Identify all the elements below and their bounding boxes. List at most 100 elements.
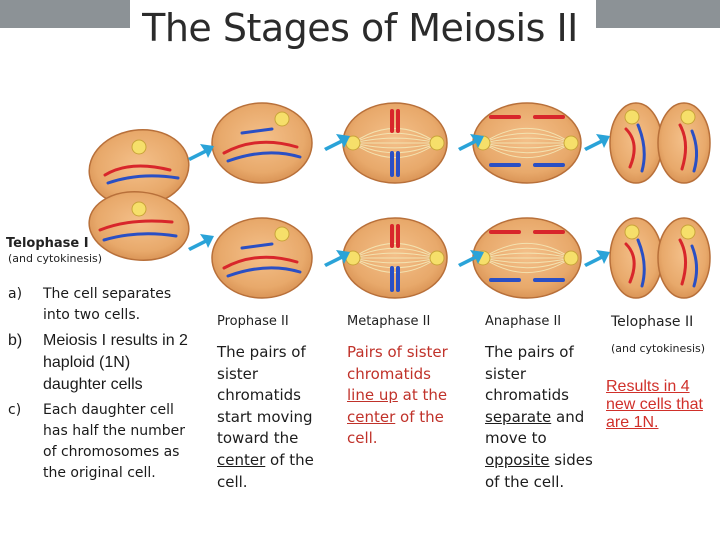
desc-text: of the cell. <box>217 450 314 491</box>
telophase-i-sub-label: (and cytokinesis) <box>8 252 103 265</box>
centrosome <box>563 250 579 266</box>
list-marker: b) <box>8 332 23 349</box>
desc-underlined: separate <box>485 407 552 426</box>
top-bar <box>0 0 720 28</box>
chromosome <box>624 242 636 284</box>
spindle-fiber <box>482 257 572 264</box>
spindle-fiber <box>352 257 438 264</box>
arrow-icon <box>324 134 350 151</box>
page-title: The Stages of Meiosis II <box>142 6 578 50</box>
spindle-fiber <box>482 247 572 259</box>
list-text: The cell separates into two cells. <box>43 286 172 323</box>
centrosome <box>429 135 445 151</box>
telophase-i-list: a) The cell separates into two cells. b)… <box>8 284 188 488</box>
spindle-fiber <box>352 257 438 269</box>
desc-text: of the cell. <box>347 407 444 448</box>
arrow-icon <box>584 250 610 267</box>
spindle-fiber <box>482 127 572 144</box>
list-item: c) Each daughter cell has half the numbe… <box>8 400 188 484</box>
spindle-fiber <box>482 252 572 259</box>
cell <box>88 191 190 261</box>
centrosome <box>563 135 579 151</box>
desc-underlined: line up <box>347 386 398 405</box>
chromosome <box>678 123 687 171</box>
list-marker: c) <box>8 402 22 418</box>
desc-text: The pairs of sister chromatids <box>485 343 574 405</box>
chromosome <box>678 238 687 286</box>
list-text: Meiosis I results in 2 haploid (1N) daug… <box>43 332 188 393</box>
spindle-fiber <box>352 247 438 259</box>
chromosome <box>240 242 274 250</box>
spindle-fiber <box>482 142 572 159</box>
centrosome <box>624 109 640 125</box>
telophase-ii-result: Results in 4 new cells that are 1N. <box>606 378 703 431</box>
telophase-ii-sub-label: (and cytokinesis) <box>611 342 706 355</box>
metaphase-ii-description: Pairs of sister chromatids line up at th… <box>347 342 457 450</box>
list-text: Each daughter cell has half the number o… <box>43 402 185 481</box>
desc-text: and move to <box>485 407 585 448</box>
chromosome <box>226 151 302 163</box>
centrosome <box>429 250 445 266</box>
spindle-fiber <box>482 137 572 144</box>
spindle-fiber <box>352 132 438 144</box>
spindle-fiber <box>352 242 438 259</box>
chromosome <box>636 123 646 173</box>
chromosome <box>240 127 274 135</box>
chromosome <box>102 232 178 242</box>
chromosome <box>636 238 646 288</box>
metaphase-ii-label: Metaphase II <box>347 314 431 329</box>
anaphase-ii-label: Anaphase II <box>485 314 562 329</box>
centrosome <box>131 201 147 217</box>
desc-text: Pairs of sister chromatids <box>347 343 448 383</box>
spindle-fiber <box>482 257 572 274</box>
chromosome <box>222 255 299 270</box>
desc-underlined: opposite <box>485 450 550 469</box>
arrow-icon <box>188 144 214 161</box>
spindle-fiber <box>352 127 438 144</box>
chromosome <box>106 174 180 185</box>
arrow-icon <box>458 134 484 151</box>
spindle-fiber <box>482 142 572 154</box>
spindle-fiber <box>482 257 572 269</box>
arrow-icon <box>324 250 350 267</box>
arrow-icon <box>188 234 214 251</box>
meiosis-diagram <box>88 102 711 299</box>
spindle-fiber <box>482 142 572 149</box>
centrosome <box>680 109 696 125</box>
desc-underlined: center <box>347 407 396 426</box>
spindle-fiber <box>482 242 572 259</box>
centrosome <box>624 224 640 240</box>
spindle-fiber <box>352 142 438 149</box>
telophase-i-label: Telophase I <box>6 236 89 251</box>
prophase-ii-description: The pairs of sister chromatids start mov… <box>217 342 327 493</box>
centrosome <box>274 226 290 242</box>
chromosome <box>98 219 174 232</box>
arrow-icon <box>584 134 610 151</box>
list-item: a) The cell separates into two cells. <box>8 284 188 326</box>
chromosome <box>103 164 172 177</box>
list-item: b) Meiosis I results in 2 haploid (1N) d… <box>8 330 188 396</box>
chromosome <box>222 140 299 155</box>
spindle-fiber <box>352 142 438 159</box>
spindle-fiber <box>352 252 438 259</box>
chromosome <box>690 129 699 173</box>
spindle-fiber <box>352 142 438 154</box>
desc-text: at the <box>397 386 448 405</box>
chromosome <box>226 266 302 278</box>
desc-underlined: center <box>217 450 266 469</box>
centrosome <box>274 111 290 127</box>
centrosome <box>131 139 147 155</box>
arrow-icon <box>458 250 484 267</box>
prophase-ii-label: Prophase II <box>217 314 289 329</box>
spindle-fiber <box>352 257 438 274</box>
chromosome <box>624 127 636 169</box>
list-marker: a) <box>8 286 23 302</box>
spindle-fiber <box>352 137 438 144</box>
chromosome <box>690 244 699 288</box>
anaphase-ii-description: The pairs of sister chromatids separate … <box>485 342 595 493</box>
desc-text: The pairs of sister chromatids start mov… <box>217 343 313 448</box>
desc-text: sides of the cell. <box>485 450 593 491</box>
telophase-ii-label: Telophase II <box>611 314 694 330</box>
spindle-fiber <box>482 132 572 144</box>
centrosome <box>680 224 696 240</box>
